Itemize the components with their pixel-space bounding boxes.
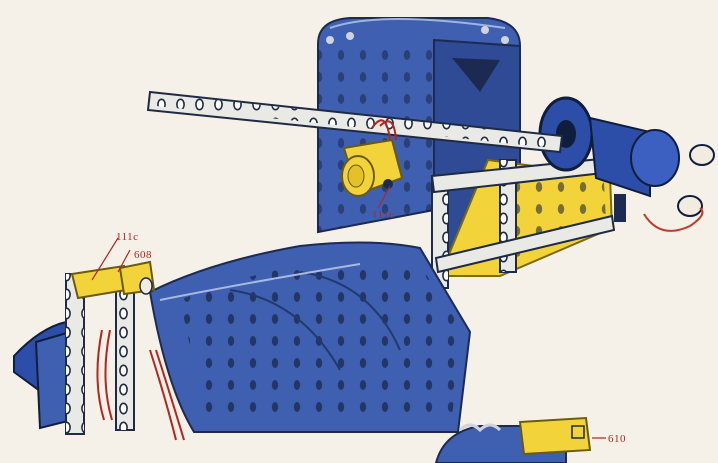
callout-label-111c-center: 111c [372, 209, 395, 221]
callout-label-610: 610 [608, 433, 626, 445]
callout-label-608: 608 [134, 249, 152, 261]
front-curved-plate [150, 242, 470, 432]
callout-label-111c-left: 111c [116, 231, 139, 243]
